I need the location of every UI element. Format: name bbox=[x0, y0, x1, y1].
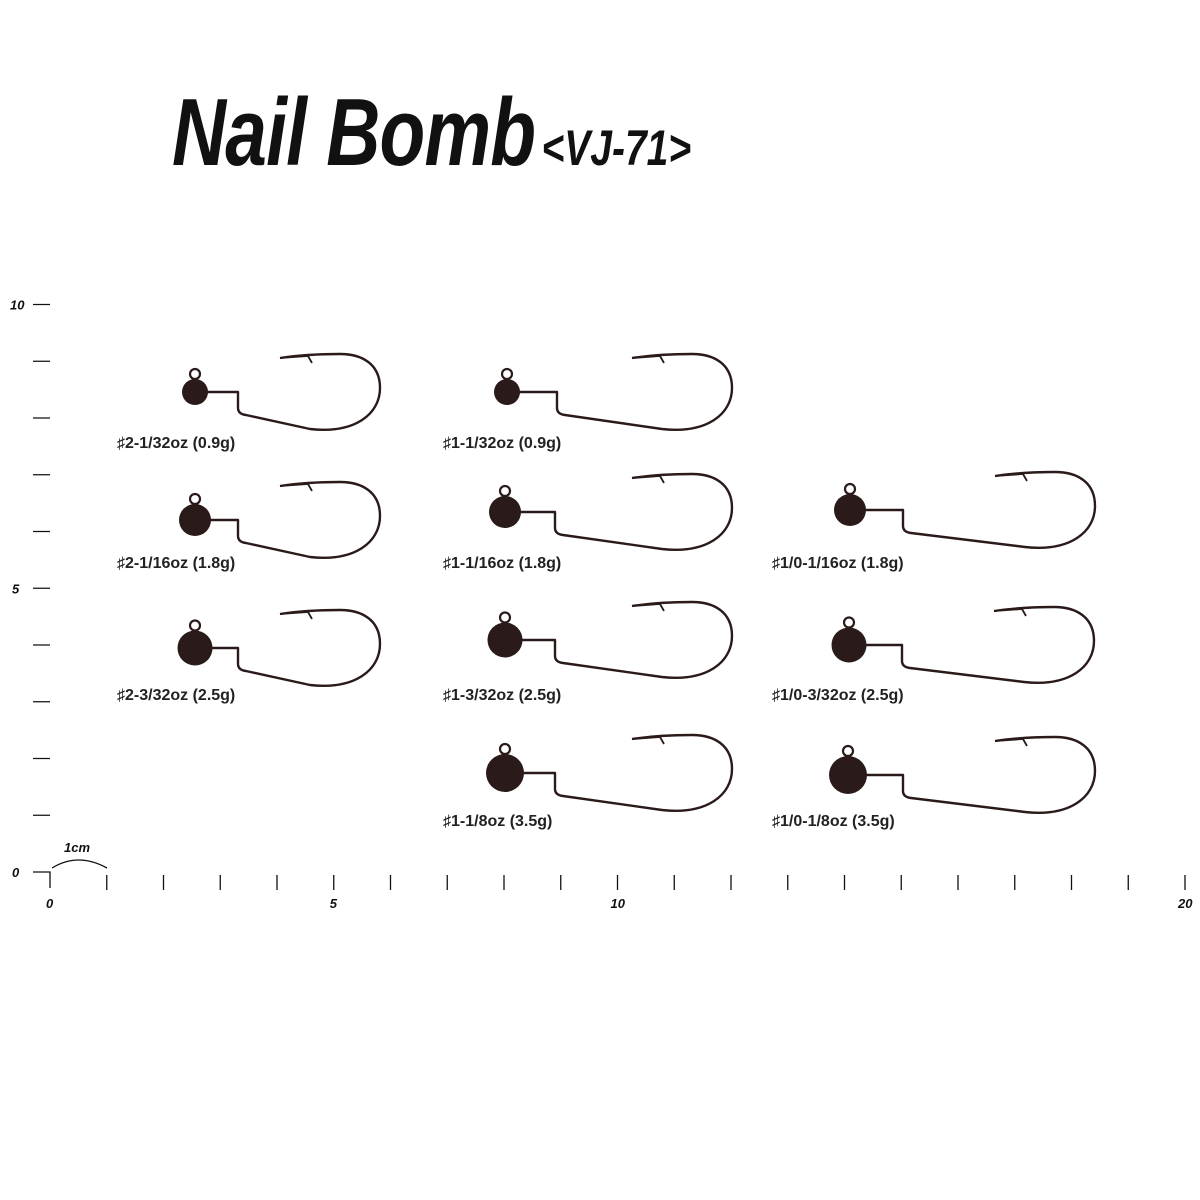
jig-head bbox=[829, 756, 867, 794]
jig-head bbox=[494, 379, 520, 405]
jig-hook bbox=[179, 480, 382, 559]
y-axis-label: 5 bbox=[12, 581, 20, 596]
jig-head bbox=[834, 494, 866, 526]
jig-head bbox=[831, 627, 867, 663]
hook-barb bbox=[631, 475, 665, 484]
jig-hook bbox=[489, 472, 734, 551]
hook-wire bbox=[210, 608, 382, 687]
hook-barb bbox=[993, 608, 1027, 617]
hook-size-label: ♯2-1/32oz (0.9g) bbox=[117, 435, 236, 452]
origin-tick bbox=[33, 871, 51, 888]
jig-hook bbox=[177, 608, 382, 687]
hook-size-label: ♯1-1/16oz (1.8g) bbox=[443, 555, 562, 572]
hook-size-label: ♯1/0-1/16oz (1.8g) bbox=[772, 555, 904, 572]
product-title: Nail Bomb<VJ-71> bbox=[172, 78, 691, 188]
hook-barb bbox=[279, 355, 313, 364]
hook-barb bbox=[631, 603, 665, 612]
model-code: <VJ-71> bbox=[541, 120, 692, 176]
hook-barb bbox=[279, 611, 313, 620]
line-tie-eye bbox=[842, 616, 856, 629]
jig-hook bbox=[487, 600, 734, 679]
hook-size-label: ♯1-1/8oz (3.5g) bbox=[443, 813, 553, 830]
hook-size-label: ♯2-1/16oz (1.8g) bbox=[117, 555, 236, 572]
line-tie-eye bbox=[188, 619, 202, 632]
jig-hook bbox=[494, 352, 734, 431]
hook-wire bbox=[206, 352, 382, 431]
line-tie-eye bbox=[500, 367, 514, 381]
hook-size-label: ♯1/0-1/8oz (3.5g) bbox=[772, 813, 895, 830]
hook-wire bbox=[864, 470, 1097, 549]
product-name: Nail Bomb bbox=[172, 79, 536, 186]
hook-wire bbox=[518, 352, 734, 431]
jig-head bbox=[177, 630, 213, 666]
hook-size-label: ♯1/0-3/32oz (2.5g) bbox=[772, 687, 904, 704]
jig-hook bbox=[829, 735, 1097, 814]
x-axis-label: 5 bbox=[330, 896, 338, 911]
hook-wire bbox=[865, 735, 1097, 814]
jig-hook bbox=[486, 733, 734, 812]
jig-hook bbox=[834, 470, 1097, 549]
hook-barb bbox=[994, 738, 1028, 747]
hook-barb bbox=[631, 736, 665, 745]
line-tie-eye bbox=[498, 484, 512, 498]
line-tie-eye bbox=[841, 744, 855, 758]
line-tie-eye bbox=[188, 367, 202, 381]
jig-head bbox=[487, 622, 523, 658]
jig-hook bbox=[831, 605, 1096, 684]
hook-wire bbox=[520, 600, 734, 679]
line-tie-eye bbox=[498, 742, 512, 756]
hook-size-label: ♯1-1/32oz (0.9g) bbox=[443, 435, 562, 452]
hook-barb bbox=[631, 355, 665, 364]
hook-barb bbox=[279, 483, 313, 492]
x-axis-label: 10 bbox=[611, 896, 626, 911]
x-axis-label: 0 bbox=[46, 896, 54, 911]
hook-barb bbox=[994, 473, 1028, 482]
hook-size-label: ♯2-3/32oz (2.5g) bbox=[117, 687, 236, 704]
jig-head bbox=[179, 504, 211, 536]
hook-wire bbox=[519, 472, 734, 551]
y-axis-label: 10 bbox=[10, 298, 25, 313]
hook-wire bbox=[522, 733, 734, 812]
jig-head bbox=[489, 496, 521, 528]
hook-wire bbox=[864, 605, 1096, 684]
jig-hook bbox=[182, 352, 382, 431]
scale-arc bbox=[51, 859, 108, 869]
line-tie-eye bbox=[498, 611, 512, 624]
line-tie-eye bbox=[843, 482, 857, 496]
jig-head bbox=[182, 379, 208, 405]
y-axis-label: 0 bbox=[12, 865, 20, 880]
jig-head bbox=[486, 754, 524, 792]
line-tie-eye bbox=[188, 492, 202, 506]
x-axis-label: 20 bbox=[1177, 896, 1193, 911]
hook-size-label: ♯1-3/32oz (2.5g) bbox=[443, 687, 562, 704]
scale-label: 1cm bbox=[64, 840, 90, 855]
hook-wire bbox=[209, 480, 382, 559]
